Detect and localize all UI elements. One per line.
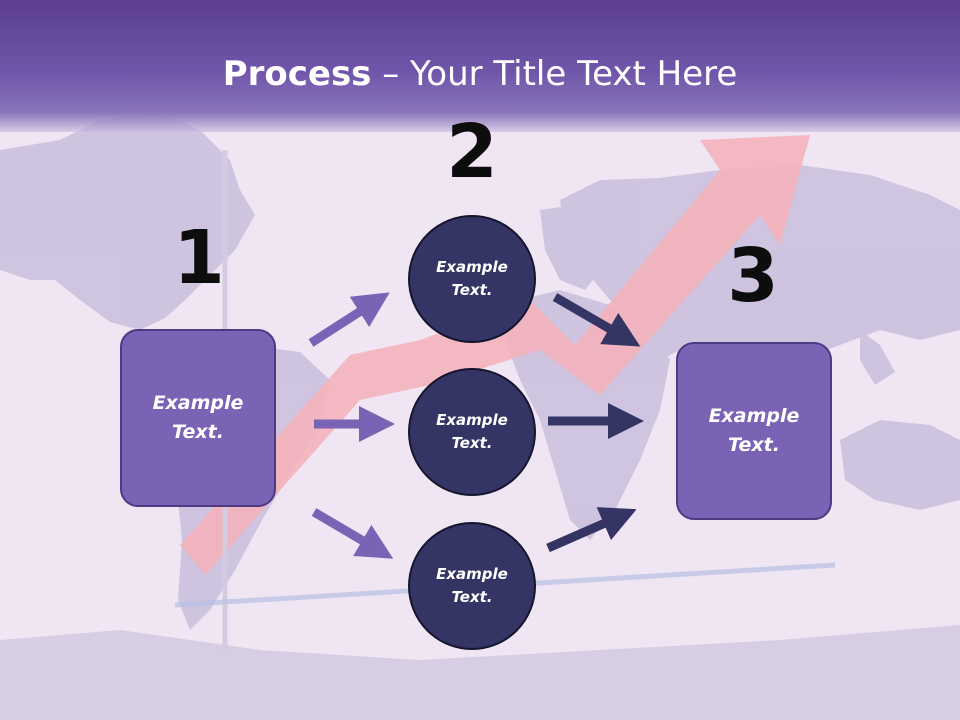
step-number-1: 1: [173, 215, 225, 301]
step-number-3: 3: [727, 233, 779, 319]
arrow-top-to-3: [552, 293, 641, 347]
arrow-1-to-top: [308, 292, 390, 347]
step-number-2: 2: [446, 109, 498, 195]
title-bold: Process: [222, 54, 372, 94]
arrow-bottom-to-3: [546, 507, 637, 553]
slide-title: Process – Your Title Text Here: [0, 52, 960, 96]
arrow-1-to-bottom: [311, 508, 394, 559]
title-rest: – Your Title Text Here: [371, 54, 738, 94]
title-bar: [0, 0, 960, 132]
